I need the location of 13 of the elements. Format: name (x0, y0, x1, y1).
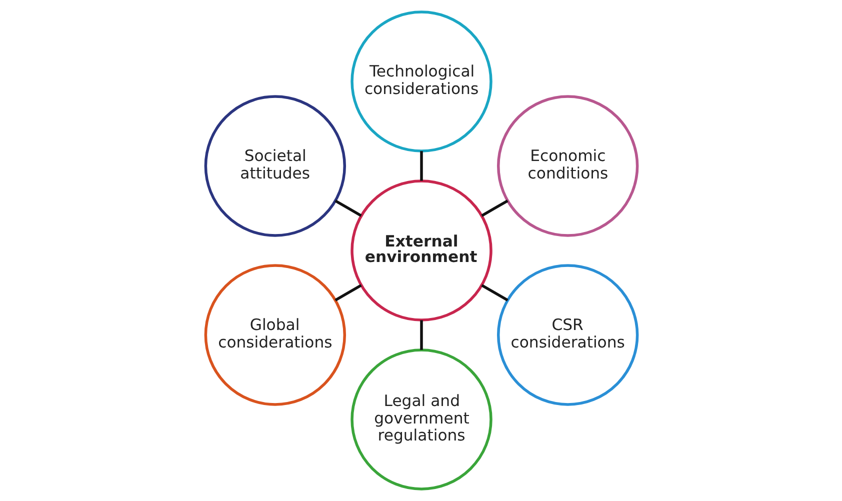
node-circle: Legal and government regulations (350, 348, 492, 490)
node-circle: External environment (350, 180, 492, 322)
connector (334, 200, 362, 217)
node-circle: Global considerations (204, 264, 346, 406)
connector (480, 200, 508, 217)
connector (480, 284, 508, 302)
connector (334, 284, 362, 302)
node-circle: Technological considerations (350, 10, 492, 152)
node-circle: Societal attitudes (204, 95, 346, 237)
node-circle: Economic conditions (496, 95, 638, 237)
node-circle: CSR considerations (496, 264, 638, 406)
connector (420, 151, 422, 181)
connector (420, 320, 422, 350)
